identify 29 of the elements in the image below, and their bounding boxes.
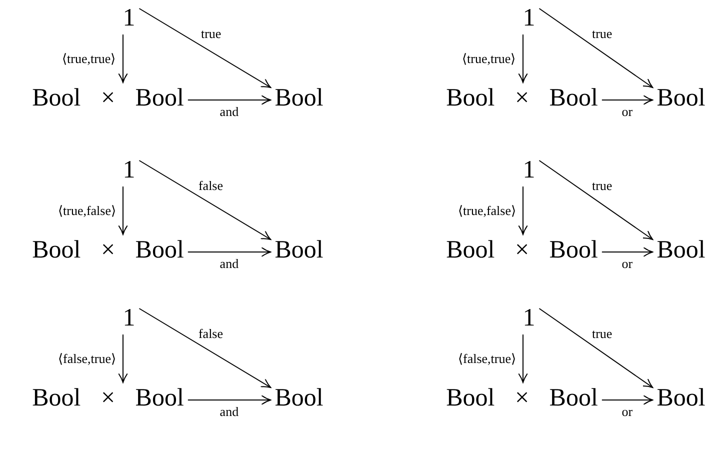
object-label: Bool: [656, 384, 706, 412]
object-label: Bool: [274, 384, 324, 412]
object-label: 1: [522, 4, 536, 32]
edge-label: false: [197, 327, 224, 340]
object-label: Bool × Bool: [446, 84, 598, 112]
object-label: Bool × Bool: [32, 384, 184, 412]
object-label: Bool: [656, 84, 706, 112]
edge-label: false: [197, 179, 224, 192]
edge-label: ⟨true,true⟩: [61, 52, 117, 65]
object-label: 1: [522, 304, 536, 332]
edge-label: ⟨true,false⟩: [457, 204, 518, 217]
object-label: Bool × Bool: [32, 84, 184, 112]
edge-label: ⟨false,true⟩: [457, 352, 518, 365]
object-label: Bool × Bool: [446, 384, 598, 412]
object-label: 1: [122, 156, 136, 184]
edge-label: and: [218, 405, 240, 418]
object-label: 1: [522, 156, 536, 184]
object-label: Bool: [656, 236, 706, 264]
object-label: Bool × Bool: [446, 236, 598, 264]
edge-label: ⟨false,true⟩: [57, 352, 118, 365]
object-label: 1: [122, 4, 136, 32]
edge-label: ⟨true,true⟩: [461, 52, 517, 65]
object-label: Bool: [274, 84, 324, 112]
object-label: 1: [122, 304, 136, 332]
object-label: Bool × Bool: [32, 236, 184, 264]
object-label: Bool: [274, 236, 324, 264]
edge-label: ⟨true,false⟩: [57, 204, 118, 217]
edge-label: and: [218, 105, 240, 118]
edge-label: and: [218, 257, 240, 270]
